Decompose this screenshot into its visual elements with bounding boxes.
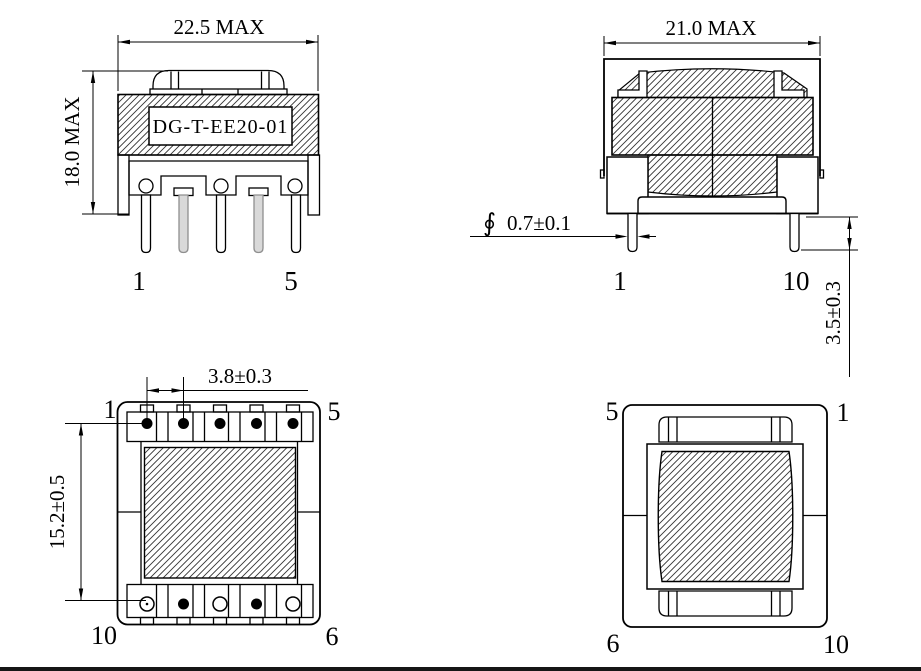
window-bottom-edge [0, 667, 921, 671]
bottom-corner-10: 10 [91, 621, 117, 650]
pin-hole-6 [285, 596, 301, 612]
top-corner-6: 6 [607, 629, 620, 658]
pin-dot-9 [178, 598, 189, 610]
front-view: 22.5 MAX 18.0 MAX [60, 15, 321, 296]
pin-length-dimension: 3.5±0.3 [801, 216, 858, 377]
row-spacing-dimension: 15.2±0.5 [45, 423, 146, 601]
top-bobbin-rect [646, 443, 804, 590]
top-corner-1: 1 [837, 398, 850, 427]
front-width-dim-text: 22.5 MAX [173, 15, 264, 39]
top-view: 5 1 6 10 [606, 397, 850, 659]
front-pin-4 [253, 194, 264, 254]
front-pin-2 [178, 194, 189, 254]
top-corner-10: 10 [823, 630, 849, 659]
front-height-dimension: 18.0 MAX [60, 70, 168, 215]
side-view: 21.0 MAX 1 10 ∮ 0.7± [470, 16, 858, 377]
pin-dot-1 [141, 418, 153, 429]
bottom-corner-6: 6 [326, 622, 339, 651]
row-spacing-text: 15.2±0.5 [45, 475, 69, 550]
front-pin-1 [140, 194, 152, 254]
side-pin1-label: 1 [613, 266, 627, 296]
front-pin-5 [290, 194, 302, 254]
side-pin-10 [789, 212, 800, 253]
diameter-symbol: ∮ [483, 210, 496, 237]
pin-diameter-dimension: ∮ 0.7±0.1 [470, 210, 656, 239]
pin-dot-2 [178, 418, 189, 429]
pin-dot-3 [214, 418, 226, 429]
pin-hole-8 [212, 596, 228, 612]
pin-dot-7 [251, 598, 262, 610]
top-flange-tab-lower [658, 590, 793, 617]
side-base-plate [637, 196, 787, 215]
bottom-corner-5: 5 [328, 397, 341, 426]
side-width-dimension: 21.0 MAX [603, 16, 821, 56]
part-label-box [148, 106, 293, 146]
bottom-view: 3.8±0.3 15.2±0.5 1 5 10 6 [45, 364, 341, 651]
bottom-corner-1: 1 [104, 395, 117, 424]
front-pin5-label: 5 [284, 266, 298, 296]
pin-diameter-text: 0.7±0.1 [507, 211, 571, 235]
side-pin10-label: 10 [783, 266, 810, 296]
side-width-dim-text: 21.0 MAX [665, 16, 756, 40]
bottom-core-window [143, 446, 297, 579]
side-pin-1 [627, 212, 638, 253]
front-core-clamp [149, 69, 288, 96]
bottom-bottom-pin-row [126, 583, 314, 626]
top-winding [657, 450, 794, 583]
top-flange-tab-upper [658, 416, 793, 443]
bottom-top-pin-row [126, 404, 314, 443]
pin-dot-5 [287, 418, 299, 429]
front-height-dim-text: 18.0 MAX [60, 96, 84, 187]
front-pin-header [117, 154, 321, 254]
pin-pitch-text: 3.8±0.3 [208, 364, 272, 388]
front-pin-3 [215, 194, 227, 254]
front-pin1-label: 1 [132, 266, 146, 296]
side-flange-frame [603, 58, 821, 176]
front-width-dimension: 22.5 MAX [117, 15, 319, 91]
part-number-label: DG-T-EE20-01 [153, 116, 289, 138]
pin-pitch-dimension: 3.8±0.3 [146, 364, 308, 419]
pin-length-text: 3.5±0.3 [821, 281, 845, 345]
pin-dot-4 [251, 418, 262, 429]
top-corner-5: 5 [606, 397, 619, 426]
